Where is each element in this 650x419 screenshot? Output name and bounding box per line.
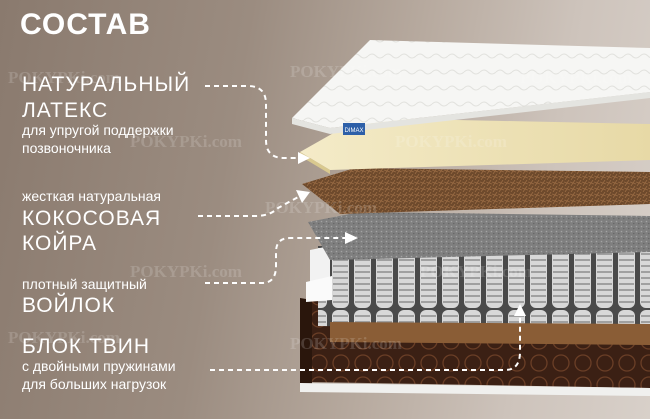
watermark: POKYPKi.com	[265, 198, 377, 217]
coir-title-line2: КОЙРА	[22, 232, 98, 255]
block-title: БЛОК ТВИН	[22, 335, 151, 358]
arrowhead-block	[514, 304, 526, 316]
brand-badge-text: DIMAX	[344, 128, 363, 134]
arrow-latex	[205, 85, 300, 159]
arrowheads	[296, 152, 526, 316]
coir-desc: жесткая натуральная	[22, 188, 162, 204]
latex-layer	[300, 118, 650, 170]
block-desc-line1: с двойными пружинами	[22, 358, 176, 374]
watermark: POKYPKi.com	[420, 262, 532, 281]
arrow-block	[210, 315, 521, 371]
latex-title-line2: ЛАТЕКС	[22, 99, 109, 122]
base-block	[300, 246, 650, 396]
arrowhead-coir	[296, 190, 310, 203]
base-front	[300, 298, 312, 385]
watermark: POKYPKi.com	[130, 132, 242, 151]
watermark: POKYPKi.com	[130, 262, 242, 281]
brand-badge	[343, 123, 365, 135]
watermark: POKYPKi.com	[290, 62, 402, 81]
base-coir-strip	[330, 322, 650, 345]
arrow-coir	[198, 195, 301, 217]
block-desc-line2: для больших нагрузок	[22, 376, 167, 392]
top-cover-edge	[292, 92, 650, 134]
watermark: POKYPKi.com	[8, 68, 120, 87]
arrowhead-latex	[298, 152, 310, 164]
base-bottom-cover	[300, 383, 650, 396]
felt-desc: плотный защитный	[22, 276, 147, 292]
arrow-felt	[205, 237, 345, 284]
watermark: POKYPKi.com	[395, 132, 507, 151]
arrows	[198, 85, 521, 371]
coir-layer	[302, 168, 650, 214]
latex-desc-line1: для упругой поддержки	[22, 122, 174, 138]
spring-unit	[318, 246, 650, 330]
page-title: СОСТАВ	[20, 8, 151, 41]
felt-title: ВОЙЛОК	[22, 294, 116, 317]
base-cover-top	[306, 276, 332, 302]
coir-title-line1: КОКОСОВАЯ	[22, 207, 162, 230]
watermark: POKYPKi.com	[8, 328, 120, 347]
latex-desc-line2: позвоночника	[22, 140, 111, 156]
arrowhead-felt	[345, 232, 358, 244]
watermark: POKYPKi.com	[290, 334, 402, 353]
watermark: POKYPKi.com	[520, 68, 632, 87]
top-cover-layer	[292, 40, 650, 128]
felt-layer	[308, 212, 650, 260]
latex-title-line1: НАТУРАЛЬНЫЙ	[22, 73, 191, 96]
